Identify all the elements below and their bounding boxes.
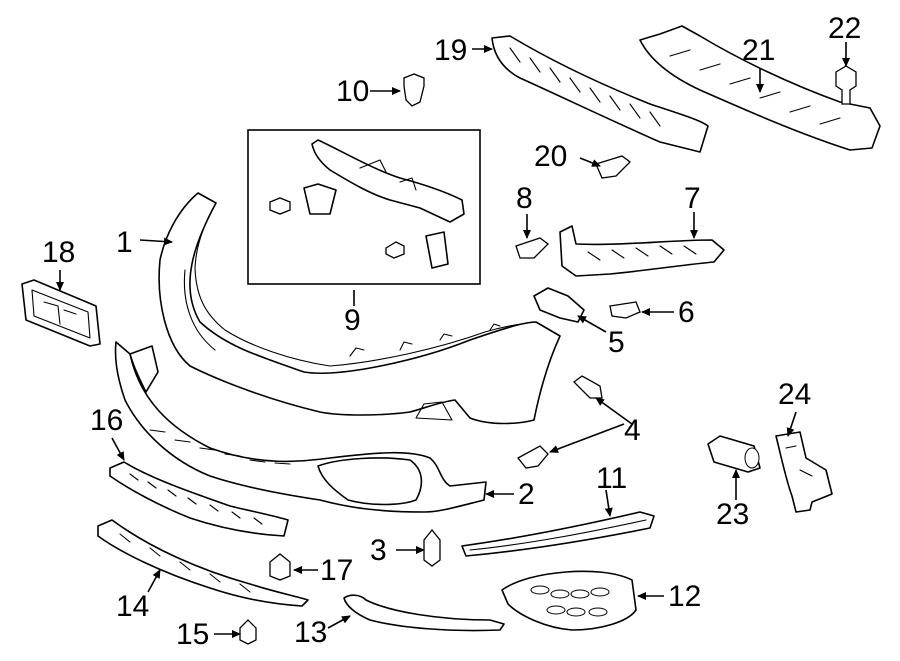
sensor-bracket — [775, 431, 833, 513]
fog-lamp-bezel — [501, 570, 637, 631]
callout-15: 15 — [176, 618, 209, 651]
callout-1: 1 — [116, 226, 133, 259]
leader-lines — [56, 42, 850, 638]
callout-8: 8 — [516, 182, 533, 215]
callout-10: 10 — [336, 75, 369, 108]
parking-sensor — [707, 435, 761, 473]
callout-2: 2 — [518, 478, 535, 511]
inset-box-part-9 — [247, 129, 481, 285]
callout-9: 9 — [344, 304, 361, 337]
callout-6: 6 — [678, 296, 695, 329]
callout-21: 21 — [742, 34, 775, 67]
impact-absorber — [491, 35, 709, 153]
side-bracket — [559, 225, 725, 277]
callout-23: 23 — [716, 498, 749, 531]
callout-14: 14 — [116, 590, 149, 623]
callout-19: 19 — [434, 34, 467, 67]
callout-12: 12 — [668, 580, 701, 613]
bumper-cover — [158, 192, 561, 425]
callout-20: 20 — [534, 140, 567, 173]
callout-18: 18 — [42, 236, 75, 269]
callout-13: 13 — [294, 616, 327, 649]
callout-17: 17 — [320, 554, 353, 587]
license-plate-bracket — [21, 279, 101, 347]
lower-corner-trim — [343, 594, 505, 632]
fastener-group — [239, 65, 857, 645]
lower-bumper-trim — [114, 341, 487, 513]
callout-5: 5 — [608, 326, 625, 359]
lower-valance — [97, 519, 309, 607]
lower-grille-strip — [109, 461, 289, 537]
callout-labels: 1 2 3 4 5 6 7 8 9 10 11 12 13 14 15 16 1… — [42, 12, 861, 651]
callout-3: 3 — [370, 534, 387, 567]
callout-24: 24 — [778, 378, 811, 411]
callout-22: 22 — [828, 12, 861, 45]
small-bracket — [533, 287, 585, 323]
callout-16: 16 — [90, 404, 123, 437]
callout-7: 7 — [684, 182, 701, 215]
chrome-molding-strip — [461, 511, 655, 557]
callout-11: 11 — [596, 462, 627, 495]
callout-4: 4 — [624, 414, 641, 447]
